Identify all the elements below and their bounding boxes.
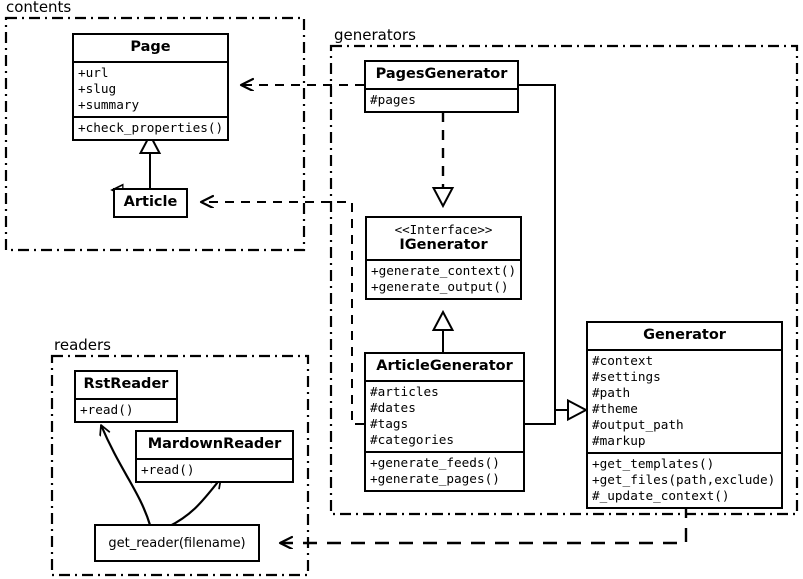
class-operations-rstreader: +read() [76, 397, 176, 421]
relation-articlegenerator-article [201, 202, 364, 425]
class-name-page: Page [130, 39, 171, 55]
class-name-article: Article [123, 194, 178, 210]
class-operations-articlegenerator: +generate_feeds() +generate_pages() [366, 450, 523, 490]
operation-item: +check_properties() [78, 119, 224, 135]
class-box-page[interactable]: Page +url +slug +summary +check_properti… [72, 33, 229, 141]
class-name-pagesgenerator: PagesGenerator [375, 66, 508, 82]
generalization-head-page [138, 132, 162, 154]
class-box-pagesgenerator[interactable]: PagesGenerator #pages [364, 60, 519, 113]
function-label-get-reader: get_reader(filename) [108, 535, 246, 551]
package-frame-generators [329, 44, 799, 516]
attribute-item: +slug [78, 80, 117, 96]
operation-item: +get_templates() [592, 455, 715, 471]
operation-item: #_update_context() [592, 487, 730, 503]
relation-getreader-mardownreader [167, 478, 222, 528]
class-box-mardownreader[interactable]: MardownReader +read() [135, 430, 294, 483]
class-stereotype-igenerator: <<Interface>> [394, 222, 493, 237]
class-box-igenerator[interactable]: <<Interface>> IGenerator +generate_conte… [365, 216, 522, 300]
attribute-item: #dates [370, 399, 416, 415]
package-label-generators: generators [332, 26, 418, 44]
attribute-item: +url [78, 64, 109, 80]
attribute-item: #output_path [592, 416, 684, 432]
relation-getreader-rstreader [101, 425, 152, 526]
operation-item: +generate_pages() [370, 470, 500, 486]
attribute-item: #theme [592, 400, 638, 416]
operation-item: +generate_context() [371, 262, 517, 278]
package-frame-readers [50, 354, 310, 577]
operation-item: +read() [80, 401, 134, 417]
class-name-igenerator: <<Interface>> IGenerator [367, 218, 520, 259]
generalization-head-igenerator [431, 309, 455, 331]
operation-item: +generate_output() [371, 278, 509, 294]
generalization-head-generator [567, 398, 589, 422]
function-box-get-reader[interactable]: get_reader(filename) [94, 524, 260, 562]
class-box-article[interactable]: Article [113, 188, 188, 218]
class-attributes-page: +url +slug +summary [74, 60, 227, 116]
class-box-rstreader[interactable]: RstReader +read() [74, 370, 178, 423]
realization-head-igenerator [431, 187, 455, 209]
attribute-item: #path [592, 384, 631, 400]
class-attributes-articlegenerator: #articles #dates #tags #categories [366, 379, 523, 451]
class-operations-generator: +get_templates() +get_files(path,exclude… [588, 451, 781, 507]
class-name-text-igenerator: IGenerator [399, 237, 488, 253]
operation-item: +read() [141, 461, 195, 477]
operation-item: +get_files(path,exclude) [592, 471, 776, 487]
class-name-mardownreader: MardownReader [147, 436, 282, 452]
class-name-rstreader: RstReader [83, 376, 169, 392]
attribute-item: #tags [370, 415, 409, 431]
class-name-generator: Generator [643, 327, 726, 343]
relation-pagesgenerator-generator [519, 84, 556, 410]
attribute-item: #settings [592, 368, 661, 384]
relation-articlegenerator-generator [525, 410, 556, 425]
class-attributes-pagesgenerator: #pages [366, 87, 517, 111]
operation-item: +generate_feeds() [370, 454, 500, 470]
class-box-generator[interactable]: Generator #context #settings #path #them… [586, 321, 783, 509]
attribute-item: #context [592, 352, 654, 368]
attribute-item: #pages [370, 91, 416, 107]
class-operations-page: +check_properties() [74, 115, 227, 139]
class-name-articlegenerator: ArticleGenerator [376, 358, 513, 374]
attribute-item: #categories [370, 431, 455, 447]
class-operations-mardownreader: +read() [137, 457, 292, 481]
attribute-item: #articles [370, 383, 439, 399]
package-label-contents: contents [4, 0, 74, 16]
package-label-readers: readers [52, 336, 113, 354]
package-frame-contents [4, 16, 306, 252]
class-operations-igenerator: +generate_context() +generate_output() [367, 258, 520, 298]
class-box-articlegenerator[interactable]: ArticleGenerator #articles #dates #tags … [364, 352, 525, 492]
class-attributes-generator: #context #settings #path #theme #output_… [588, 348, 781, 452]
attribute-item: #markup [592, 432, 646, 448]
relation-generator-getreader [280, 504, 688, 543]
attribute-item: +summary [78, 96, 140, 112]
